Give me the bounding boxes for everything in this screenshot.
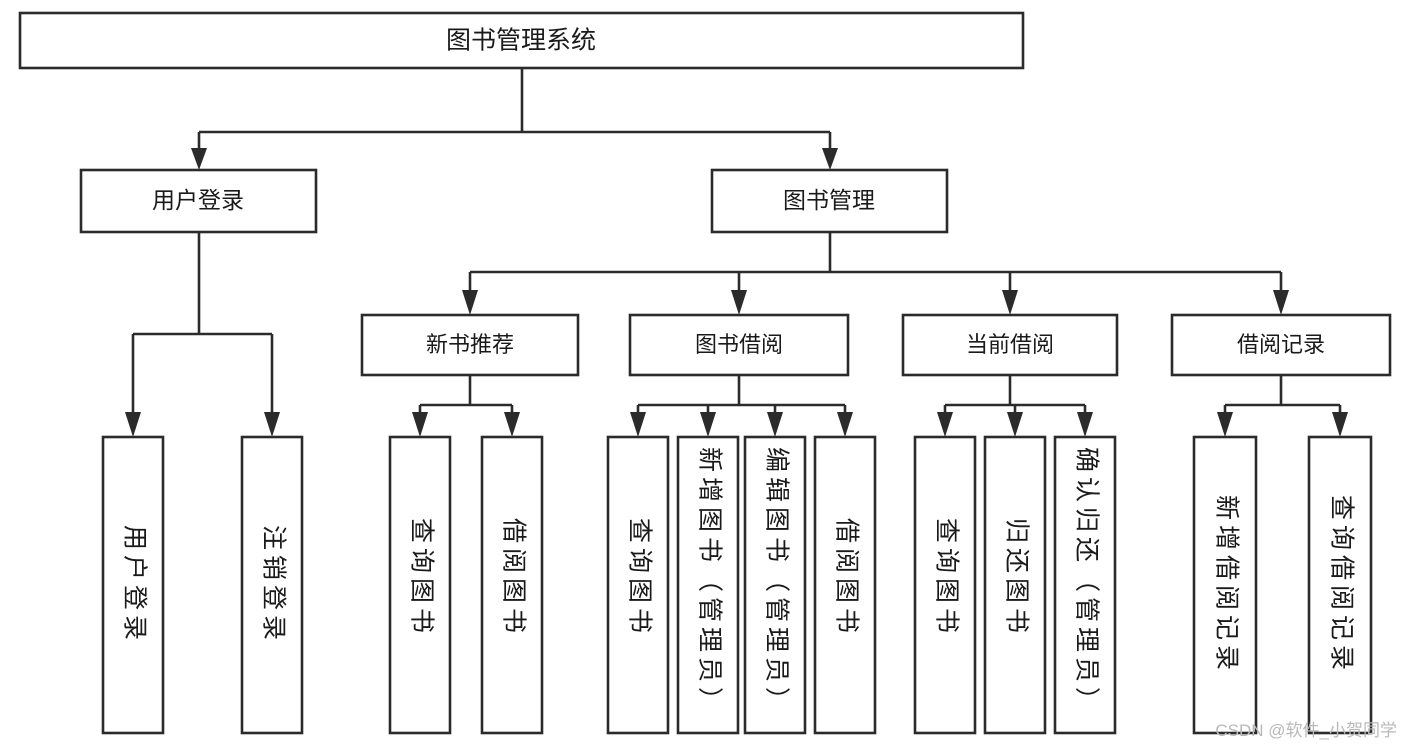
node-leaf-borrow-book-2-box[interactable]: [813, 435, 877, 735]
node-leaf-confirm-return-label: 确认归还（管理员）: [1072, 447, 1100, 717]
node-leaf-query-book-2-label: 查询图书: [625, 518, 653, 638]
node-user-login-box[interactable]: [79, 168, 318, 234]
node-leaf-logout-label: 注销登录: [259, 525, 287, 645]
arrow-head-leaf-add-book: [700, 412, 716, 437]
node-new-book-recommend-label: 新书推荐: [426, 332, 514, 357]
arrow-head-leaf-query-book-2: [630, 412, 646, 437]
node-leaf-confirm-return-box[interactable]: [1053, 435, 1117, 735]
node-current-borrow-label: 当前借阅: [966, 332, 1054, 357]
node-leaf-add-book-label: 新增图书（管理员）: [695, 447, 723, 717]
node-leaf-logout-box[interactable]: [240, 435, 304, 735]
node-leaf-query-book-3[interactable]: 查询图书: [913, 435, 977, 735]
node-leaf-confirm-return[interactable]: 确认归还（管理员）: [1053, 435, 1117, 735]
arrow-head-leaf-add-record: [1217, 412, 1233, 437]
node-leaf-query-book-1-box[interactable]: [388, 435, 452, 735]
node-leaf-query-book-1[interactable]: 查询图书: [388, 435, 452, 735]
node-user-login[interactable]: 用户登录: [79, 168, 318, 234]
arrow-head-leaf-query-book-1: [412, 412, 428, 437]
arrow-head-new-book: [462, 290, 478, 315]
node-book-borrow[interactable]: 图书借阅: [628, 313, 850, 377]
node-new-book-recommend-box[interactable]: [360, 313, 580, 377]
node-leaf-query-book-3-box[interactable]: [913, 435, 977, 735]
arrow-head-leaf-query-record: [1332, 412, 1348, 437]
node-leaf-user-login[interactable]: 用户登录: [101, 435, 165, 735]
arrow-head-book-borrow: [731, 290, 747, 315]
node-leaf-add-record-label: 新增借阅记录: [1212, 495, 1240, 675]
node-leaf-borrow-book-1-label: 借阅图书: [499, 518, 527, 638]
node-leaf-user-login-label: 用户登录: [120, 525, 148, 645]
arrow-head-borrow-record: [1273, 290, 1289, 315]
arrow-head-leaf-confirm-return: [1077, 412, 1093, 437]
node-book-borrow-box[interactable]: [628, 313, 850, 377]
arrow-head-user-login: [191, 148, 207, 170]
node-leaf-add-record[interactable]: 新增借阅记录: [1192, 435, 1258, 735]
arrow-head-leaf-borrow-book-2: [837, 412, 853, 437]
node-leaf-add-book[interactable]: 新增图书（管理员）: [676, 435, 740, 735]
arrow-head-leaf-borrow-book-1: [504, 412, 520, 437]
arrow-head-leaf-user-login: [125, 412, 141, 437]
node-leaf-edit-book-label: 编辑图书（管理员）: [762, 447, 790, 717]
node-leaf-query-book-3-label: 查询图书: [932, 518, 960, 638]
node-leaf-edit-book[interactable]: 编辑图书（管理员）: [743, 435, 807, 735]
node-root-box[interactable]: [18, 11, 1025, 70]
node-book-borrow-label: 图书借阅: [695, 332, 783, 357]
node-user-login-label: 用户登录: [152, 187, 244, 213]
node-leaf-query-record-label: 查询借阅记录: [1327, 495, 1355, 675]
node-leaf-query-record-box[interactable]: [1307, 435, 1373, 735]
arrow-head-leaf-edit-book: [767, 412, 783, 437]
arrow-head-current-borrow: [1002, 290, 1018, 315]
node-current-borrow-box[interactable]: [901, 313, 1119, 377]
node-leaf-query-book-2-box[interactable]: [606, 435, 670, 735]
node-borrow-record-box[interactable]: [1170, 313, 1392, 377]
node-leaf-user-login-box[interactable]: [101, 435, 165, 735]
arrow-head-leaf-query-book-3: [937, 412, 953, 437]
arrow-head-leaf-logout: [264, 412, 280, 437]
node-leaf-borrow-book-2[interactable]: 借阅图书: [813, 435, 877, 735]
node-root-label: 图书管理系统: [446, 27, 596, 55]
node-leaf-edit-book-box[interactable]: [743, 435, 807, 735]
node-leaf-borrow-book-1[interactable]: 借阅图书: [480, 435, 544, 735]
node-root[interactable]: 图书管理系统: [18, 11, 1025, 70]
arrow-head-book-manage: [822, 148, 838, 170]
node-leaf-return-book-label: 归还图书: [1002, 518, 1030, 638]
node-leaf-query-record[interactable]: 查询借阅记录: [1307, 435, 1373, 735]
node-new-book-recommend[interactable]: 新书推荐: [360, 313, 580, 377]
node-leaf-return-book-box[interactable]: [983, 435, 1047, 735]
node-leaf-borrow-book-1-box[interactable]: [480, 435, 544, 735]
node-leaf-borrow-book-2-label: 借阅图书: [832, 518, 860, 638]
node-book-manage[interactable]: 图书管理: [710, 168, 949, 234]
node-book-manage-label: 图书管理: [783, 187, 875, 213]
node-leaf-query-book-2[interactable]: 查询图书: [606, 435, 670, 735]
node-leaf-query-book-1-label: 查询图书: [407, 518, 435, 638]
arrow-head-leaf-return-book: [1007, 412, 1023, 437]
node-leaf-logout[interactable]: 注销登录: [240, 435, 304, 735]
node-borrow-record[interactable]: 借阅记录: [1170, 313, 1392, 377]
connector-layer: [125, 68, 1348, 437]
node-leaf-add-book-box[interactable]: [676, 435, 740, 735]
node-borrow-record-label: 借阅记录: [1237, 332, 1325, 357]
node-current-borrow[interactable]: 当前借阅: [901, 313, 1119, 377]
node-leaf-add-record-box[interactable]: [1192, 435, 1258, 735]
node-book-manage-box[interactable]: [710, 168, 949, 234]
node-leaf-return-book[interactable]: 归还图书: [983, 435, 1047, 735]
